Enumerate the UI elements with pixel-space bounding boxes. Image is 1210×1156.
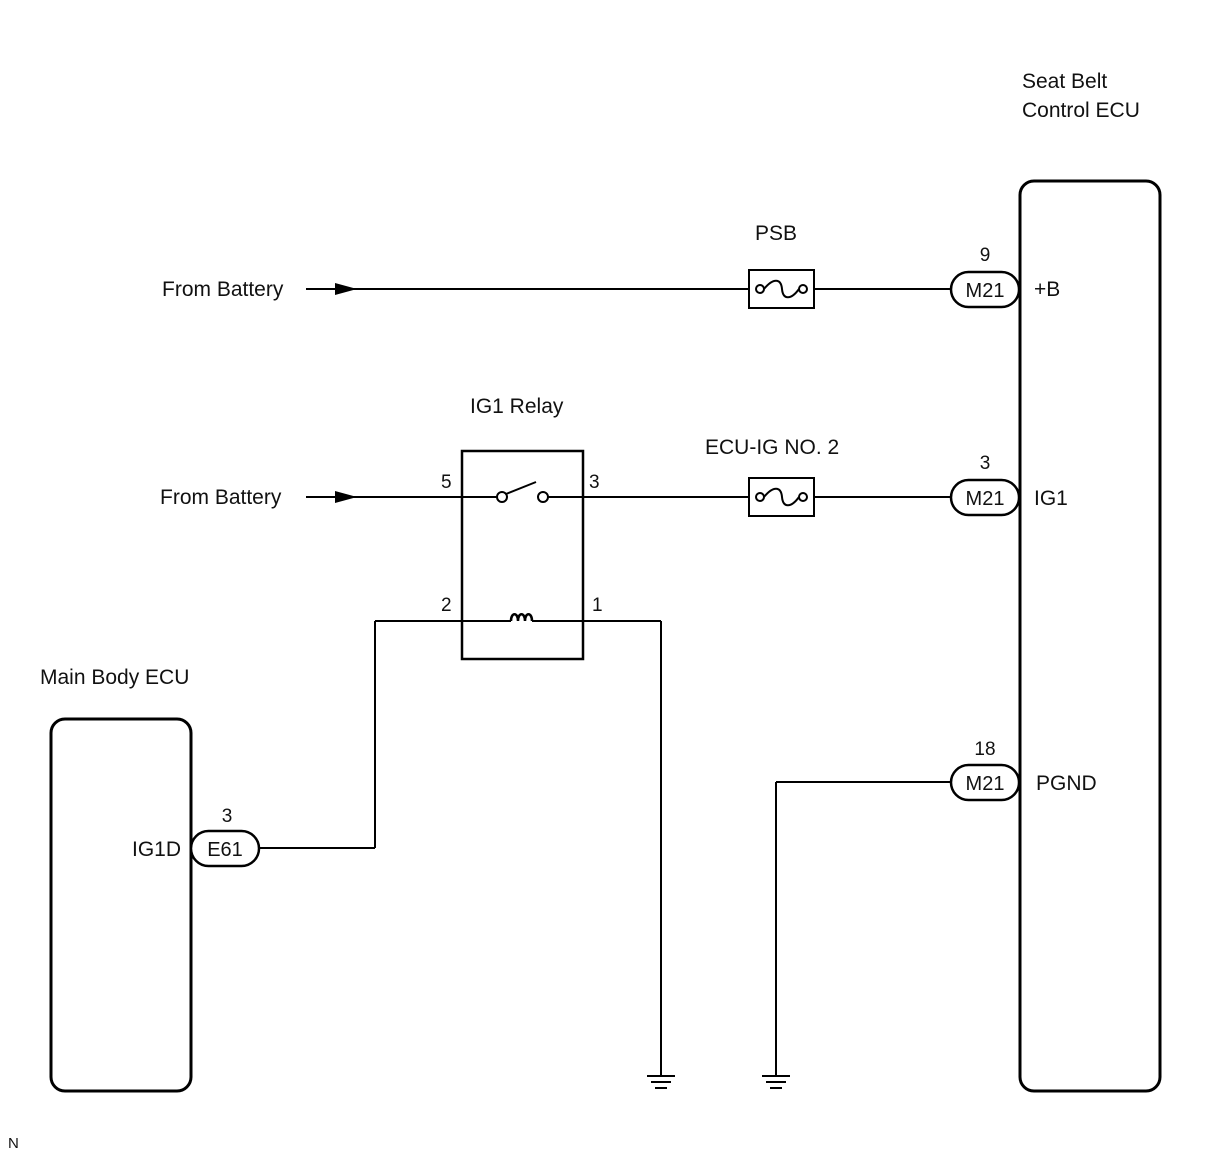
arrow-icon: [335, 283, 357, 295]
terminal-ig1d-label: IG1D: [132, 838, 181, 861]
relay-pin-1: 1: [592, 595, 603, 616]
connector-m21-pgnd-code: M21: [966, 773, 1005, 795]
terminal-ig1-label: IG1: [1034, 487, 1068, 510]
connector-e61-pin: 3: [222, 806, 233, 827]
main-body-ecu-label: Main Body ECU: [40, 666, 189, 689]
connector-m21-ig1: M21: [949, 478, 1021, 517]
seat-belt-ecu-label-line2: Control ECU: [1022, 99, 1140, 122]
connector-e61-code: E61: [207, 839, 243, 861]
main-body-ecu-box: [49, 717, 193, 1093]
connector-m21-b: M21: [949, 270, 1021, 309]
fuse-ecu-ig2-icon: [748, 477, 815, 517]
seat-belt-ecu-box: [1018, 179, 1162, 1093]
ig1-relay-label: IG1 Relay: [470, 395, 564, 418]
ground-icon: [647, 1075, 675, 1089]
connector-e61: E61: [189, 829, 261, 868]
arrow-icon: [335, 491, 357, 503]
from-battery-label-1: From Battery: [162, 278, 284, 301]
fuse-psb-label: PSB: [755, 222, 797, 245]
connector-m21-b-code: M21: [966, 280, 1005, 302]
diagram-code: N: [8, 1135, 19, 1152]
connector-m21-ig1-pin: 3: [980, 453, 991, 474]
relay-pin-2: 2: [441, 595, 452, 616]
ig1-relay-box: [460, 449, 585, 661]
terminal-pgnd-label: PGND: [1036, 772, 1097, 795]
connector-m21-pgnd: M21: [949, 763, 1021, 802]
connector-m21-pgnd-pin: 18: [974, 739, 995, 760]
connector-m21-b-pin: 9: [980, 245, 991, 266]
relay-switch-icon: [496, 481, 549, 503]
fuse-ecu-ig2-label: ECU-IG NO. 2: [705, 436, 839, 459]
ground-icon: [762, 1075, 790, 1089]
relay-pin-5: 5: [441, 472, 452, 493]
relay-coil-icon: [509, 613, 534, 622]
relay-pin-3: 3: [589, 472, 600, 493]
terminal-b-label: +B: [1034, 278, 1060, 301]
fuse-psb-icon: [748, 269, 815, 309]
connector-m21-ig1-code: M21: [966, 488, 1005, 510]
seat-belt-ecu-label-line1: Seat Belt: [1022, 70, 1107, 93]
from-battery-label-2: From Battery: [160, 486, 282, 509]
